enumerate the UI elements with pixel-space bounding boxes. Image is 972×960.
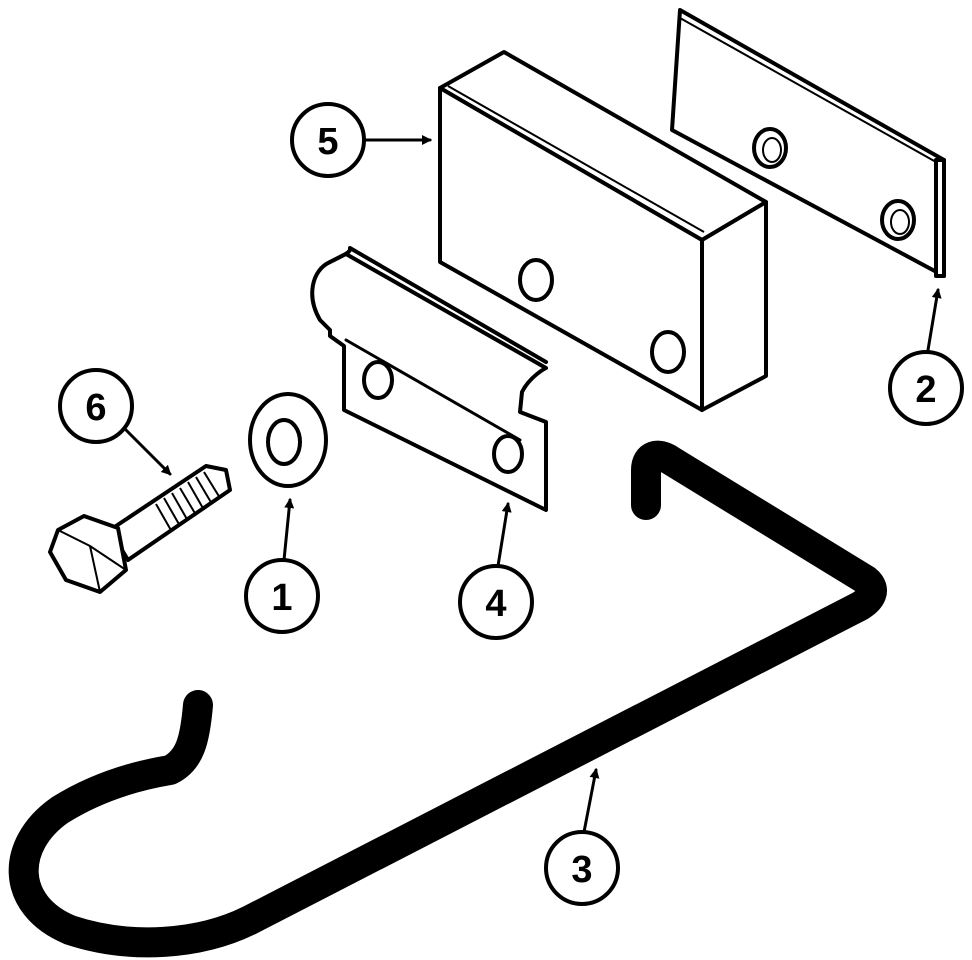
- callout-3: 3: [544, 830, 620, 906]
- callout-5: 5: [290, 102, 366, 178]
- callout-6: 6: [58, 368, 134, 444]
- part-6-bolt: [48, 464, 232, 594]
- callout-circle: [458, 564, 534, 640]
- callout-1: 1: [244, 558, 320, 634]
- leader-1: [282, 498, 295, 562]
- part-3-rod: [8, 440, 887, 958]
- leader-2: [926, 288, 942, 352]
- callout-2: 2: [888, 350, 964, 426]
- leader-4: [496, 502, 512, 568]
- callout-circle: [290, 102, 366, 178]
- part-2-plate: [670, 8, 946, 278]
- block-hole-1: [518, 258, 554, 302]
- callout-circle: [888, 350, 964, 426]
- callout-label: 1: [271, 577, 292, 619]
- hinge-hole-2: [492, 434, 524, 474]
- callout-label: 3: [571, 849, 592, 891]
- callout-label: 5: [317, 121, 338, 163]
- leader-3: [582, 768, 600, 834]
- part-5-block: [438, 50, 768, 412]
- callout-circle: [58, 368, 134, 444]
- part-1-washer: [248, 392, 328, 488]
- hinge-hole-1: [362, 360, 394, 400]
- callout-circle: [544, 830, 620, 906]
- leader-lines: [124, 135, 942, 834]
- leader-6: [124, 428, 172, 476]
- callout-circle: [244, 558, 320, 634]
- callout-label: 2: [915, 369, 936, 411]
- block-hole-2: [650, 330, 686, 374]
- part-4-hinge: [310, 246, 548, 512]
- callout-4: 4: [458, 564, 534, 640]
- callout-label: 6: [85, 387, 106, 429]
- callout-label: 4: [485, 583, 506, 625]
